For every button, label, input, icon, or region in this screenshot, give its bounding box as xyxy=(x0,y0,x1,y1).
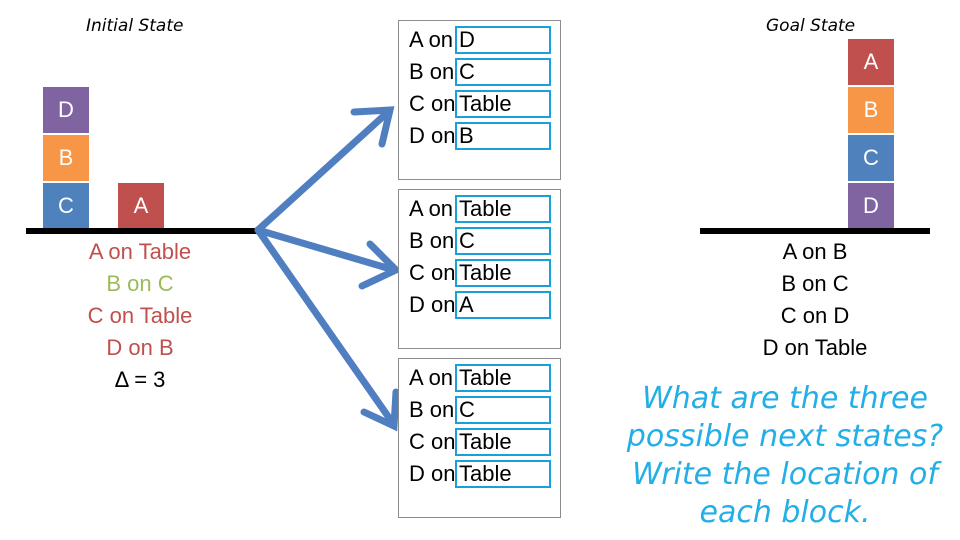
state1-c-location-field[interactable]: Table xyxy=(455,90,551,118)
goal-block-d: D xyxy=(847,182,895,230)
arrow-to-state-2 xyxy=(254,226,398,274)
initial-condition-b: B on C xyxy=(106,271,174,296)
row-label: B on xyxy=(409,228,455,253)
arrowhead-state-2 xyxy=(358,240,402,290)
arrowhead-state-1 xyxy=(350,106,395,148)
initial-condition-c: C on Table xyxy=(87,303,193,328)
row-label: A on xyxy=(409,365,454,390)
row-label: D on xyxy=(409,123,456,148)
arrow-to-state-1 xyxy=(254,108,392,234)
initial-block-b: B xyxy=(42,134,90,182)
state2-b-location-field[interactable]: C xyxy=(455,227,551,255)
initial-state-title: Initial State xyxy=(86,16,184,36)
initial-delta: Δ = 3 xyxy=(114,367,166,392)
goal-block-a: A xyxy=(847,38,895,86)
row-label: B on xyxy=(409,397,455,422)
state2-c-location-field[interactable]: Table xyxy=(455,259,551,287)
row-label: D on xyxy=(409,461,456,486)
goal-condition-c: C on D xyxy=(780,303,850,328)
row-label: C on xyxy=(409,91,456,116)
initial-table-line xyxy=(26,228,258,234)
arrowhead-state-3 xyxy=(360,388,400,432)
row-label: A on xyxy=(409,27,454,52)
row-label: C on xyxy=(409,260,456,285)
goal-condition-d: D on Table xyxy=(762,335,868,360)
goal-condition-a: A on B xyxy=(782,239,848,264)
state3-d-location-field[interactable]: Table xyxy=(455,460,551,488)
row-label: D on xyxy=(409,292,456,317)
state2-a-location-field[interactable]: Table xyxy=(455,195,551,223)
state1-d-location-field[interactable]: B xyxy=(455,122,551,150)
goal-state-title: Goal State xyxy=(766,16,856,36)
row-label: B on xyxy=(409,59,455,84)
initial-block-a: A xyxy=(117,182,165,230)
row-label: C on xyxy=(409,429,456,454)
question-text: What are the three possible next states?… xyxy=(600,380,960,532)
question-line-2: possible next states? xyxy=(626,419,944,454)
question-line-4: each block. xyxy=(699,495,871,530)
state3-b-location-field[interactable]: C xyxy=(455,396,551,424)
goal-block-c: C xyxy=(847,134,895,182)
goal-block-b: B xyxy=(847,86,895,134)
arrow-to-state-3 xyxy=(254,226,396,426)
goal-condition-b: B on C xyxy=(781,271,849,296)
initial-condition-a: A on Table xyxy=(88,239,192,264)
question-line-1: What are the three xyxy=(642,381,928,416)
question-line-3: Write the location of xyxy=(632,457,938,492)
state2-d-location-field[interactable]: A xyxy=(455,291,551,319)
state1-b-location-field[interactable]: C xyxy=(455,58,551,86)
state1-a-location-field[interactable]: D xyxy=(455,26,551,54)
initial-condition-d: D on B xyxy=(106,335,174,360)
goal-table-line xyxy=(700,228,930,234)
state3-c-location-field[interactable]: Table xyxy=(455,428,551,456)
initial-block-d: D xyxy=(42,86,90,134)
row-label: A on xyxy=(409,196,454,221)
state3-a-location-field[interactable]: Table xyxy=(455,364,551,392)
